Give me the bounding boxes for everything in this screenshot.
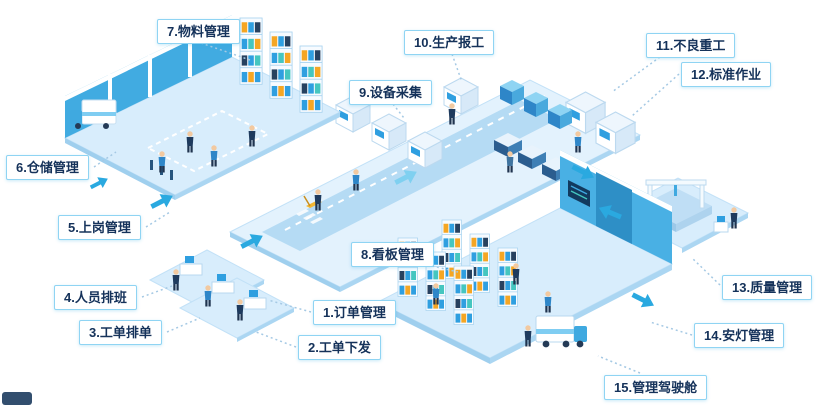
office-desk [243,290,267,310]
connector-lines [93,42,721,374]
floor-edge [175,112,340,200]
scheduling-area [148,249,296,342]
inbound-truck [70,99,117,129]
connector-line [145,211,171,228]
storage-rack [453,265,474,325]
wall-pillar [148,55,152,97]
floor-edge [230,232,340,292]
label-standard-operation: 12.标准作业 [681,62,772,87]
label-quality-management: 13.质量管理 [722,275,813,300]
wall-pillar [108,74,112,116]
wall-pillar [188,36,192,77]
label-personnel-scheduling: 4.人员排班 [54,285,137,310]
label-material-management: 7.物料管理 [157,19,240,44]
label-work-order-dispatch: 2.工单下发 [298,335,381,360]
connector-line [255,331,297,348]
label-management-cockpit: 15.管理驾驶舱 [604,375,708,400]
inspection-console [713,216,729,233]
connector-line [597,355,641,374]
floor-edge [65,138,175,200]
storage-rack [269,31,293,99]
connector-line [166,317,201,333]
label-work-order-scheduling: 3.工单排单 [79,320,162,345]
storage-rack [299,45,323,113]
storage-rack [239,17,263,85]
flow-arrow-icon [629,288,658,313]
label-warehouse-management: 6.仓储管理 [6,155,89,180]
watermark [2,392,32,405]
kanban-warehouse-area [376,150,674,364]
label-order-management: 1.订单管理 [313,300,396,325]
label-kanban-management: 8.看板管理 [351,242,434,267]
label-andon-management: 14.安灯管理 [694,323,785,348]
connector-line [392,103,405,119]
connector-line [451,53,463,83]
wall-top-band [560,150,672,212]
flow-arrow-icon [88,173,111,193]
connector-line [691,257,721,286]
label-production-reporting: 10.生产报工 [404,30,495,55]
label-equipment-data-collection: 9.设备采集 [349,80,432,105]
floor-edge [237,308,294,342]
outbound-truck [535,315,587,348]
office-desk [211,274,235,294]
label-onduty-management: 5.上岗管理 [58,215,141,240]
wall-doorway [596,172,632,244]
zebra-crossing [296,209,323,224]
connector-line [611,56,661,93]
connector-line [141,285,173,298]
floor-lane-marking [147,109,271,173]
kanban-display [568,180,590,207]
label-defect-rework: 11.不良重工 [646,33,736,58]
floor-edge [378,302,490,364]
connector-line [631,73,680,117]
connector-line [649,321,693,336]
cnc-machine [371,113,407,151]
office-desk [179,256,203,276]
connector-line [200,42,251,61]
